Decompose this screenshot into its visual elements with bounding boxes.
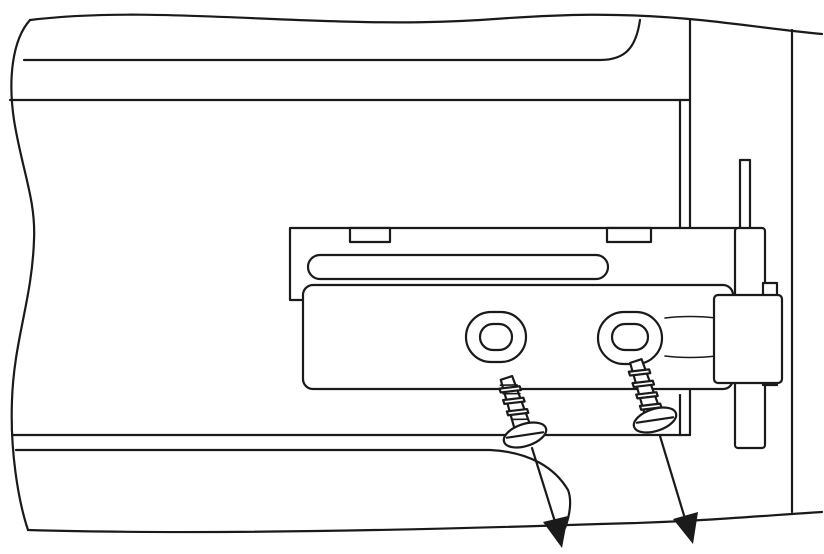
removal-arrow-icon [530, 446, 568, 548]
hinge-cup [712, 293, 784, 385]
mounting-plate [288, 226, 742, 302]
screw-icon [627, 358, 678, 434]
plate-tab-right [605, 226, 653, 244]
long-adjustment-slot [306, 253, 610, 281]
screw-icon [498, 374, 548, 449]
cabinet-lower-face [10, 383, 692, 530]
screw-slot-left [464, 310, 528, 364]
cabinet-top-face [8, 18, 692, 237]
removal-arrow-icon [658, 434, 698, 544]
cabinet-panel [10, 13, 824, 534]
hinge-arm [301, 283, 735, 391]
hinge-knuckle [712, 158, 784, 450]
plate-tab-left [348, 226, 392, 244]
